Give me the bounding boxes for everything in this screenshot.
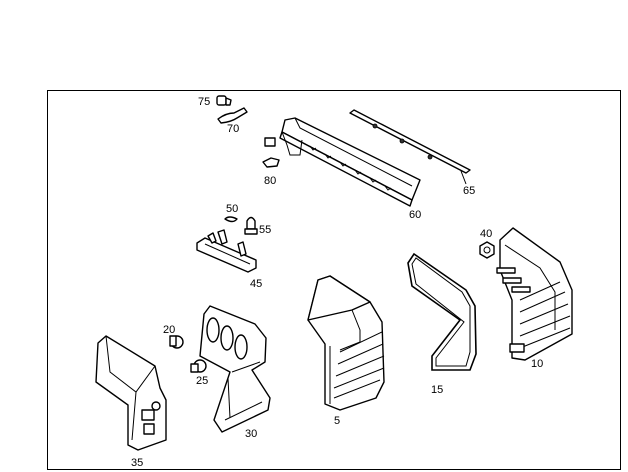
label-50: 50: [226, 203, 238, 215]
part-45-holder: [196, 229, 257, 273]
part-20-bulb: [169, 335, 184, 349]
part-40-nut: [479, 241, 495, 259]
label-75: 75: [198, 96, 210, 108]
part-10-carrier: [496, 227, 573, 361]
part-15-gasket: [407, 252, 477, 371]
label-10: 10: [531, 358, 543, 370]
label-30: 30: [245, 428, 257, 440]
label-15: 15: [431, 384, 443, 396]
label-45: 45: [250, 278, 262, 290]
label-5: 5: [334, 415, 340, 427]
label-80: 80: [264, 175, 276, 187]
label-55: 55: [259, 224, 271, 236]
part-25-bulb: [190, 359, 207, 373]
part-80-clip: [262, 137, 280, 168]
label-60: 60: [409, 209, 421, 221]
part-65-strip: [349, 109, 471, 185]
part-35-housing: [95, 335, 167, 451]
part-60-rail: [279, 117, 421, 207]
part-30-reflector: [199, 305, 271, 433]
label-35: 35: [131, 457, 143, 469]
part-55-bulb: [244, 216, 258, 235]
part-50-bulb: [224, 216, 238, 223]
label-65: 65: [463, 185, 475, 197]
label-25: 25: [196, 375, 208, 387]
label-70: 70: [227, 123, 239, 135]
part-75-socket: [216, 95, 232, 106]
label-40: 40: [480, 228, 492, 240]
label-20: 20: [163, 324, 175, 336]
part-5-lens: [307, 275, 385, 411]
part-70-bracket: [217, 107, 248, 124]
